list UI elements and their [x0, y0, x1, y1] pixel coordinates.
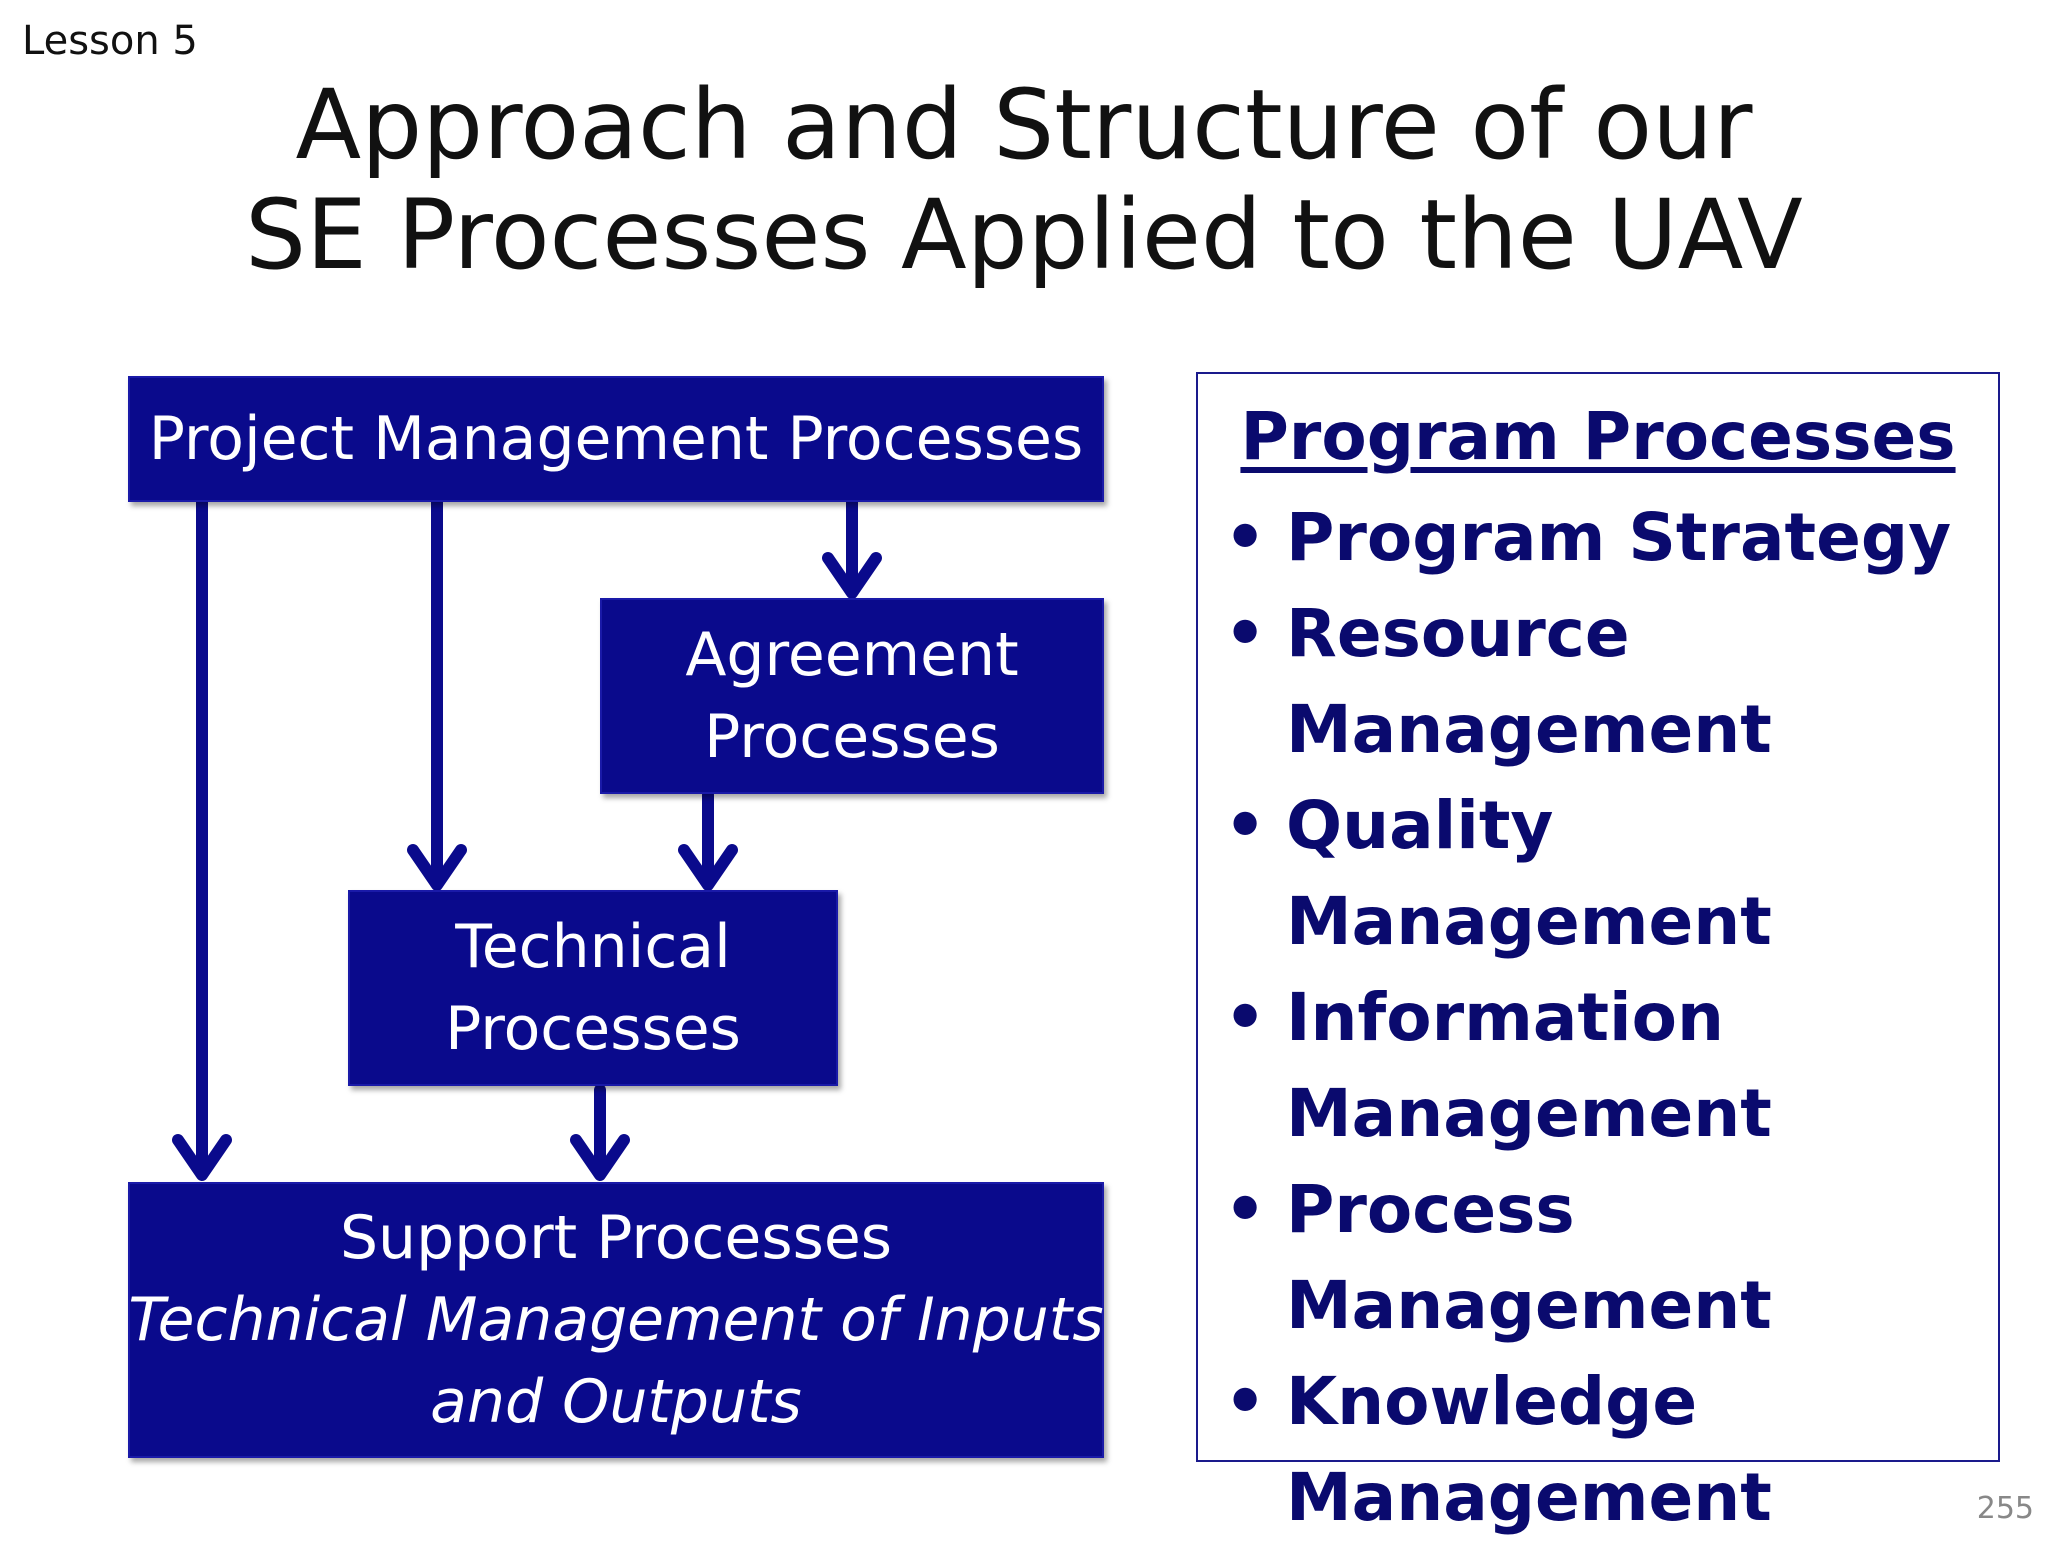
lesson-label: Lesson 5 [22, 18, 198, 64]
technical-label-line-1: Technical [455, 912, 731, 982]
list-item: •Knowledge Management [1216, 1354, 1996, 1546]
program-processes-panel: Program Processes •Program Strategy •Res… [1196, 372, 2000, 1536]
agreement-label-line-2: Processes [704, 702, 1000, 772]
program-processes-heading: Program Processes [1240, 398, 1956, 475]
arrow-pm-to-technical [407, 494, 467, 891]
support-processes-box: Support Processes Technical Management o… [128, 1182, 1104, 1458]
program-processes-list: •Program Strategy •Resource Management •… [1216, 490, 1996, 1546]
project-management-label: Project Management Processes [148, 404, 1084, 474]
agreement-processes-box: Agreement Processes [600, 598, 1104, 794]
technical-label-line-2: Processes [445, 994, 741, 1064]
bullet-icon: • [1224, 595, 1267, 672]
agreement-label-line-1: Agreement [685, 620, 1019, 690]
list-item: •Resource Management [1216, 586, 1996, 778]
bullet-icon: • [1224, 787, 1267, 864]
support-label-line-3: and Outputs [430, 1367, 802, 1437]
list-item: •Information Management [1216, 970, 1996, 1162]
arrow-pm-to-agreement [822, 494, 882, 599]
technical-processes-box: Technical Processes [348, 890, 838, 1086]
support-label-line-2: Technical Management of Inputs [128, 1285, 1104, 1355]
list-item: •Program Strategy [1216, 490, 1996, 586]
arrow-pm-to-support [172, 494, 232, 1181]
bullet-icon: • [1224, 1171, 1267, 1248]
slide-title-line-1: Approach and Structure of our [295, 69, 1753, 181]
bullet-icon: • [1224, 1363, 1267, 1440]
slide-title: Approach and Structure of our SE Process… [0, 70, 2048, 290]
bullet-icon: • [1224, 499, 1267, 576]
arrow-technical-to-support [570, 1084, 630, 1181]
arrow-agreement-to-technical [678, 789, 738, 891]
page-number: 255 [1976, 1491, 2034, 1526]
list-item: •Quality Management [1216, 778, 1996, 970]
bullet-icon: • [1224, 979, 1267, 1056]
project-management-box: Project Management Processes [128, 376, 1104, 502]
support-label-line-1: Support Processes [339, 1203, 893, 1273]
slide-title-line-2: SE Processes Applied to the UAV [245, 179, 1803, 291]
list-item: •Process Management [1216, 1162, 1996, 1354]
